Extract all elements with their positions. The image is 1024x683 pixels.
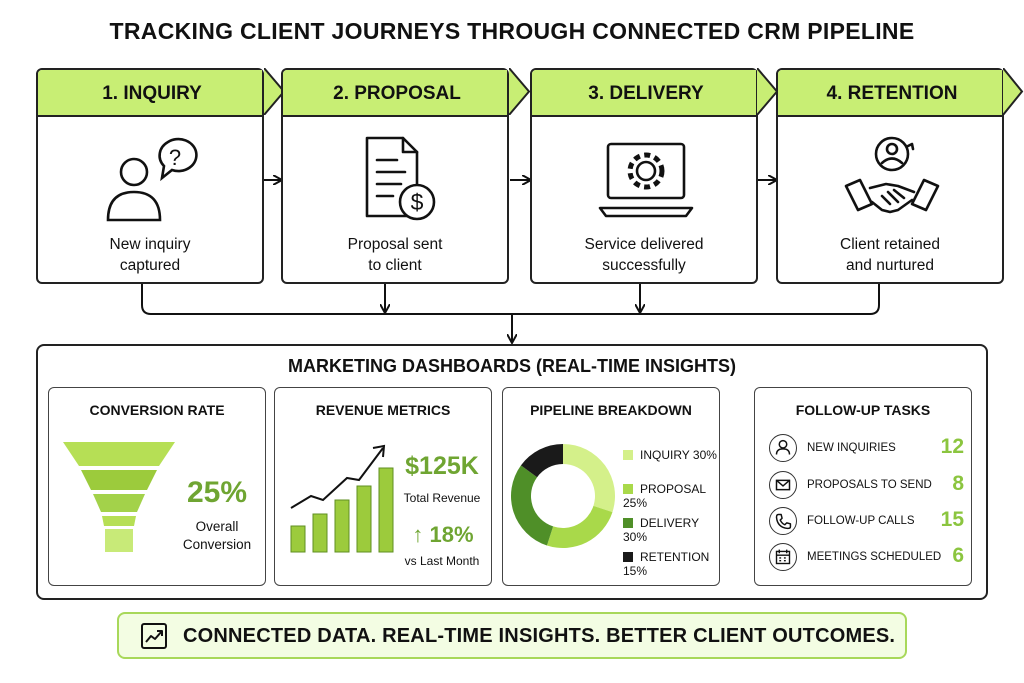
- task-count: 8: [952, 472, 964, 495]
- person-question-icon: ?: [106, 137, 198, 222]
- stage-card-inquiry: 1. INQUIRY ? New inquiry captured: [36, 68, 264, 284]
- stage-desc-line1: New inquiry: [109, 236, 191, 253]
- stage-card-retention: 4. RETENTION Client retained and nurture…: [776, 68, 1004, 284]
- task-count: 15: [940, 508, 964, 531]
- up-arrow-icon: ↑: [412, 522, 430, 547]
- stage-card-delivery: 3. DELIVERY Service delivered successful…: [530, 68, 758, 284]
- dashboard-panel: [36, 344, 988, 600]
- stage-description: New inquiry captured: [38, 234, 262, 276]
- donut-slice-3: [520, 444, 563, 478]
- task-row: FOLLOW-UP CALLS 15: [769, 507, 964, 537]
- legend-item: PROPOSAL 25%: [623, 482, 719, 510]
- stage-description: Service delivered successfully: [532, 234, 756, 276]
- stage-desc-line1: Service delivered: [584, 236, 704, 253]
- handshake-icon: [844, 136, 940, 214]
- calendar-icon: [769, 543, 797, 571]
- stage-header: [283, 70, 507, 117]
- revenue-amount: $125K: [405, 452, 479, 480]
- stage-header-arrow: [1003, 68, 1024, 115]
- svg-text:?: ?: [169, 145, 181, 170]
- stage-label: 4. RETENTION: [826, 83, 958, 104]
- stage-desc-line2: successfully: [602, 257, 686, 274]
- svg-text:$: $: [411, 189, 424, 215]
- task-label: PROPOSALS TO SEND: [807, 479, 932, 491]
- task-count: 12: [940, 435, 964, 458]
- stage-desc-line2: captured: [119, 257, 181, 274]
- legend-swatch: [623, 518, 633, 528]
- trend-chart-icon: [141, 623, 167, 649]
- stage-header: [778, 70, 1002, 117]
- conversion-label-line2: Conversion: [182, 537, 252, 552]
- stage-header: [532, 70, 756, 117]
- donut-slice-0: [563, 444, 615, 513]
- task-row: PROPOSALS TO SEND 8: [769, 471, 964, 501]
- stage-description: Proposal sent to client: [283, 234, 507, 276]
- stage-label: 1. INQUIRY: [102, 83, 202, 104]
- pipeline-connectors: [141, 0, 880, 350]
- revenue-amount-label: Total Revenue: [403, 491, 481, 505]
- stage-label: 3. DELIVERY: [588, 83, 704, 104]
- pipeline-breakdown-panel: PIPELINE BREAKDOWN INQUIRY 30% PROPOSAL …: [502, 387, 720, 586]
- panel-title: PIPELINE BREAKDOWN: [530, 402, 692, 418]
- panel-title: CONVERSION RATE: [89, 402, 225, 418]
- stage-desc-line1: Client retained: [840, 236, 940, 253]
- conversion-value: 25%: [186, 476, 248, 509]
- revenue-growth: ↑ 18%: [403, 522, 483, 548]
- dashboard-title: MARKETING DASHBOARDS (REAL-TIME INSIGHTS…: [288, 356, 736, 376]
- legend-swatch: [623, 552, 633, 562]
- phone-icon: [769, 507, 797, 535]
- legend-item: RETENTION 15%: [623, 550, 719, 578]
- legend-label: RETENTION 15%: [623, 550, 710, 578]
- panel-title: REVENUE METRICS: [315, 402, 451, 418]
- legend-item: INQUIRY 30%: [623, 448, 717, 462]
- conversion-label: Overall Conversion: [171, 518, 263, 554]
- envelope-icon: [769, 471, 797, 499]
- task-row: MEETINGS SCHEDULED 6: [769, 543, 964, 573]
- donut-slice-1: [546, 505, 613, 548]
- task-label: NEW INQUIRIES: [807, 442, 896, 454]
- legend-label: INQUIRY 30%: [640, 448, 717, 462]
- stage-label: 2. PROPOSAL: [333, 83, 461, 104]
- laptop-gear-icon: [598, 142, 694, 218]
- donut-slice-2: [511, 465, 554, 546]
- revenue-growth-label: vs Last Month: [404, 554, 480, 568]
- stage-header: [38, 70, 262, 117]
- footer-text: CONNECTED DATA. REAL-TIME INSIGHTS. BETT…: [183, 625, 896, 647]
- funnel-icon: [63, 442, 175, 552]
- conversion-rate-panel: CONVERSION RATE 25% Overall Conversion: [48, 387, 266, 586]
- task-label: FOLLOW-UP CALLS: [807, 515, 915, 527]
- task-count: 6: [952, 544, 964, 567]
- legend-swatch: [623, 484, 633, 494]
- stage-header-arrow: [509, 68, 531, 115]
- revenue-growth-value: 18%: [429, 522, 474, 547]
- legend-label: PROPOSAL 25%: [623, 482, 706, 510]
- stage-card-proposal: 2. PROPOSAL $ Proposal sent to client: [281, 68, 509, 284]
- legend-swatch: [623, 450, 633, 460]
- follow-up-tasks-panel: FOLLOW-UP TASKS NEW INQUIRIES 12 PROPOSA…: [754, 387, 972, 586]
- legend-label: DELIVERY 30%: [623, 516, 699, 544]
- bar-chart-trend-icon: [290, 444, 394, 553]
- task-row: NEW INQUIRIES 12: [769, 434, 964, 464]
- footer-banner: CONNECTED DATA. REAL-TIME INSIGHTS. BETT…: [117, 612, 907, 659]
- stage-desc-line1: Proposal sent: [347, 236, 443, 253]
- stage-description: Client retained and nurtured: [778, 234, 1002, 276]
- revenue-metrics-panel: REVENUE METRICS $125K Total Revenue ↑ 18…: [274, 387, 492, 586]
- pipeline-donut-chart: [511, 444, 615, 548]
- legend-item: DELIVERY 30%: [623, 516, 719, 544]
- page-title: TRACKING CLIENT JOURNEYS THROUGH CONNECT…: [109, 18, 915, 44]
- document-dollar-icon: $: [365, 136, 436, 221]
- panel-title: FOLLOW-UP TASKS: [795, 402, 931, 418]
- conversion-label-line1: Overall: [195, 519, 239, 534]
- user-icon: [769, 434, 797, 462]
- task-label: MEETINGS SCHEDULED: [807, 551, 942, 563]
- stage-desc-line2: to client: [368, 257, 422, 274]
- stage-desc-line2: and nurtured: [846, 257, 934, 274]
